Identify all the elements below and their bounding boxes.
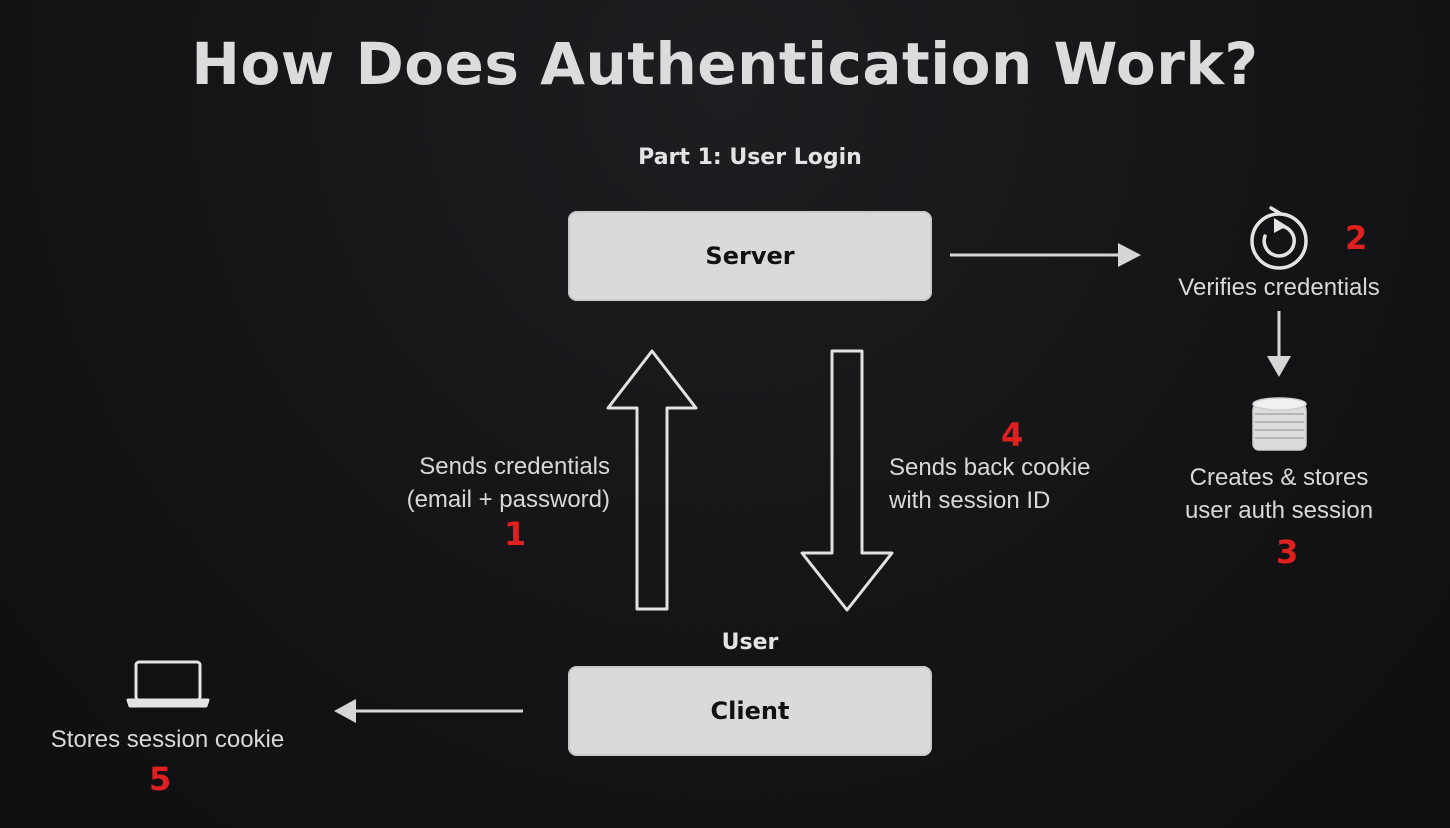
page-title: How Does Authentication Work? (191, 30, 1259, 98)
step-3-number: 3 (1276, 533, 1299, 571)
step-1-number: 1 (504, 515, 527, 553)
laptop-icon (126, 660, 210, 708)
step-1-note: Sends credentials (email + password) (360, 450, 610, 516)
step-4-line2: with session ID (889, 487, 1051, 514)
database-icon (1252, 397, 1307, 451)
server-label: Server (705, 242, 795, 270)
user-label: User (721, 630, 779, 655)
step-2-note: Verifies credentials (1178, 274, 1380, 301)
client-to-laptop-arrow (334, 699, 523, 723)
verify-to-session-arrow (1267, 311, 1291, 377)
refresh-icon (1250, 206, 1308, 270)
step-4-note: Sends back cookie with session ID (889, 451, 1149, 517)
response-arrow-down (800, 349, 894, 612)
step-5-number: 5 (149, 760, 172, 798)
step-2-number: 2 (1345, 219, 1368, 257)
request-arrow-up (606, 349, 698, 611)
step-4-number: 4 (1001, 416, 1024, 454)
server-to-verify-arrow (950, 243, 1141, 267)
step-4-line1: Sends back cookie (889, 454, 1091, 481)
server-box: Server (568, 211, 932, 301)
step-3-note: Creates & stores user auth session (1150, 461, 1408, 527)
diagram-subtitle: Part 1: User Login (638, 145, 862, 170)
step-3-line1: Creates & stores (1189, 464, 1369, 491)
step-5-note: Stores session cookie (50, 726, 285, 753)
client-box: Client (568, 666, 932, 756)
step-1-line2: (email + password) (406, 486, 610, 513)
step-1-line1: Sends credentials (419, 453, 610, 480)
step-3-line2: user auth session (1184, 497, 1374, 524)
client-label: Client (710, 697, 790, 725)
